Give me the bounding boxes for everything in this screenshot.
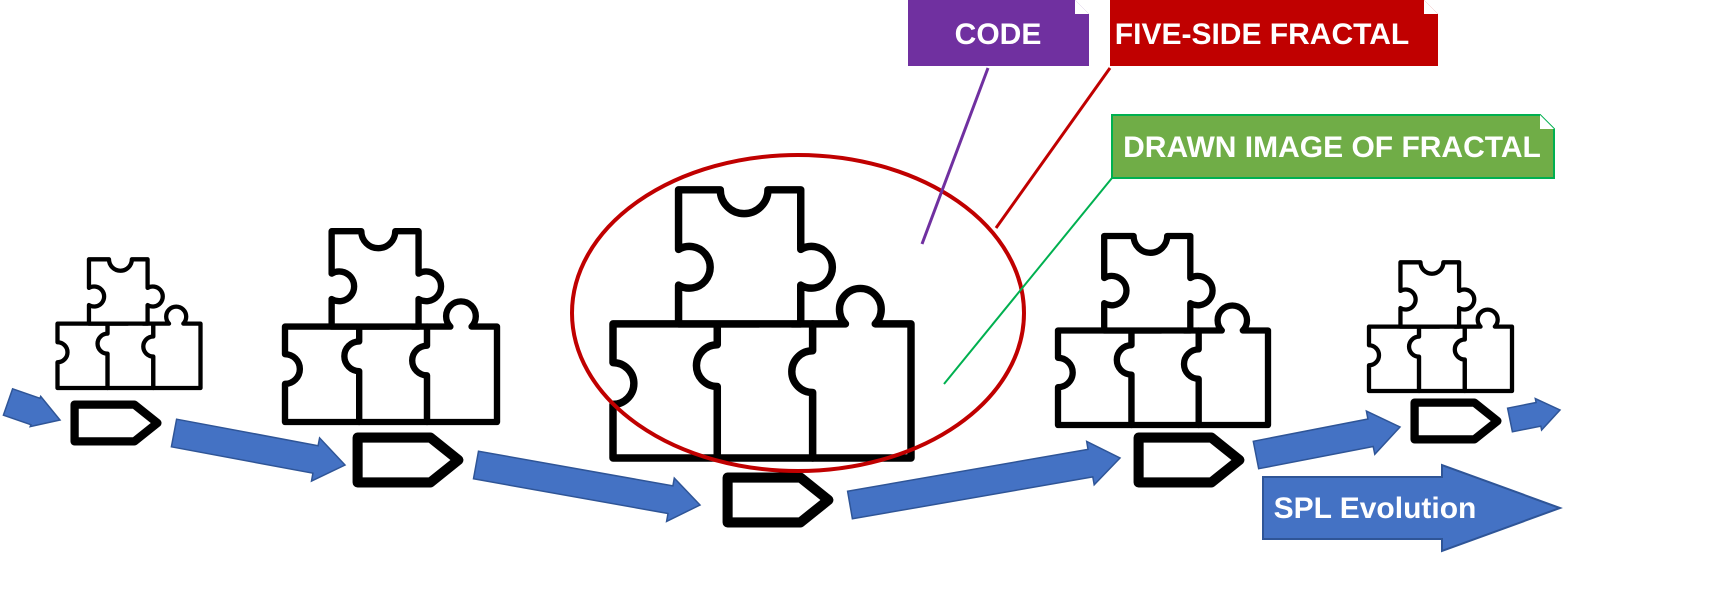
flow-arrow-5 (1252, 409, 1402, 470)
five-side-fractal-label: FIVE-SIDE FRACTAL (1115, 18, 1409, 51)
image-label-box: DRAWN IMAGE OF FRACTAL (1111, 114, 1555, 179)
tag-icon (728, 478, 829, 523)
fractal-callout-line (994, 67, 1112, 229)
tag-icon (1415, 403, 1498, 440)
puzzle-group-1 (56, 258, 202, 442)
puzzle-icon (56, 258, 202, 389)
puzzle-group-3 (613, 190, 911, 523)
code-callout-line (920, 67, 990, 245)
flow-arrow-4 (846, 440, 1122, 520)
spl-evolution-arrow: SPL Evolution (1262, 463, 1563, 553)
tag-icon (358, 438, 459, 483)
puzzle-icon (1056, 234, 1270, 427)
drawn-image-label: DRAWN IMAGE OF FRACTAL (1123, 131, 1541, 164)
puzzle-icon (283, 229, 499, 424)
arrow-icon (1262, 463, 1563, 553)
image-callout-line (943, 177, 1113, 385)
highlight-ellipse (570, 153, 1026, 473)
flow-arrow-6 (1506, 397, 1562, 433)
flow-arrow-1 (2, 387, 62, 428)
puzzle-icon (613, 190, 911, 458)
puzzle-icon (1368, 261, 1513, 392)
spl-evolution-label: SPL Evolution (1274, 492, 1477, 525)
tag-icon (75, 405, 158, 442)
flow-arrow-3 (472, 450, 702, 523)
code-label: CODE (955, 18, 1042, 51)
evolution-flow (2, 387, 1562, 523)
puzzle-group-5 (1368, 261, 1513, 440)
fractal-label-box: FIVE-SIDE FRACTAL (1110, 0, 1438, 66)
tag-icon (1139, 438, 1240, 483)
code-label-box: CODE (908, 0, 1089, 66)
flow-arrow-2 (170, 418, 347, 483)
